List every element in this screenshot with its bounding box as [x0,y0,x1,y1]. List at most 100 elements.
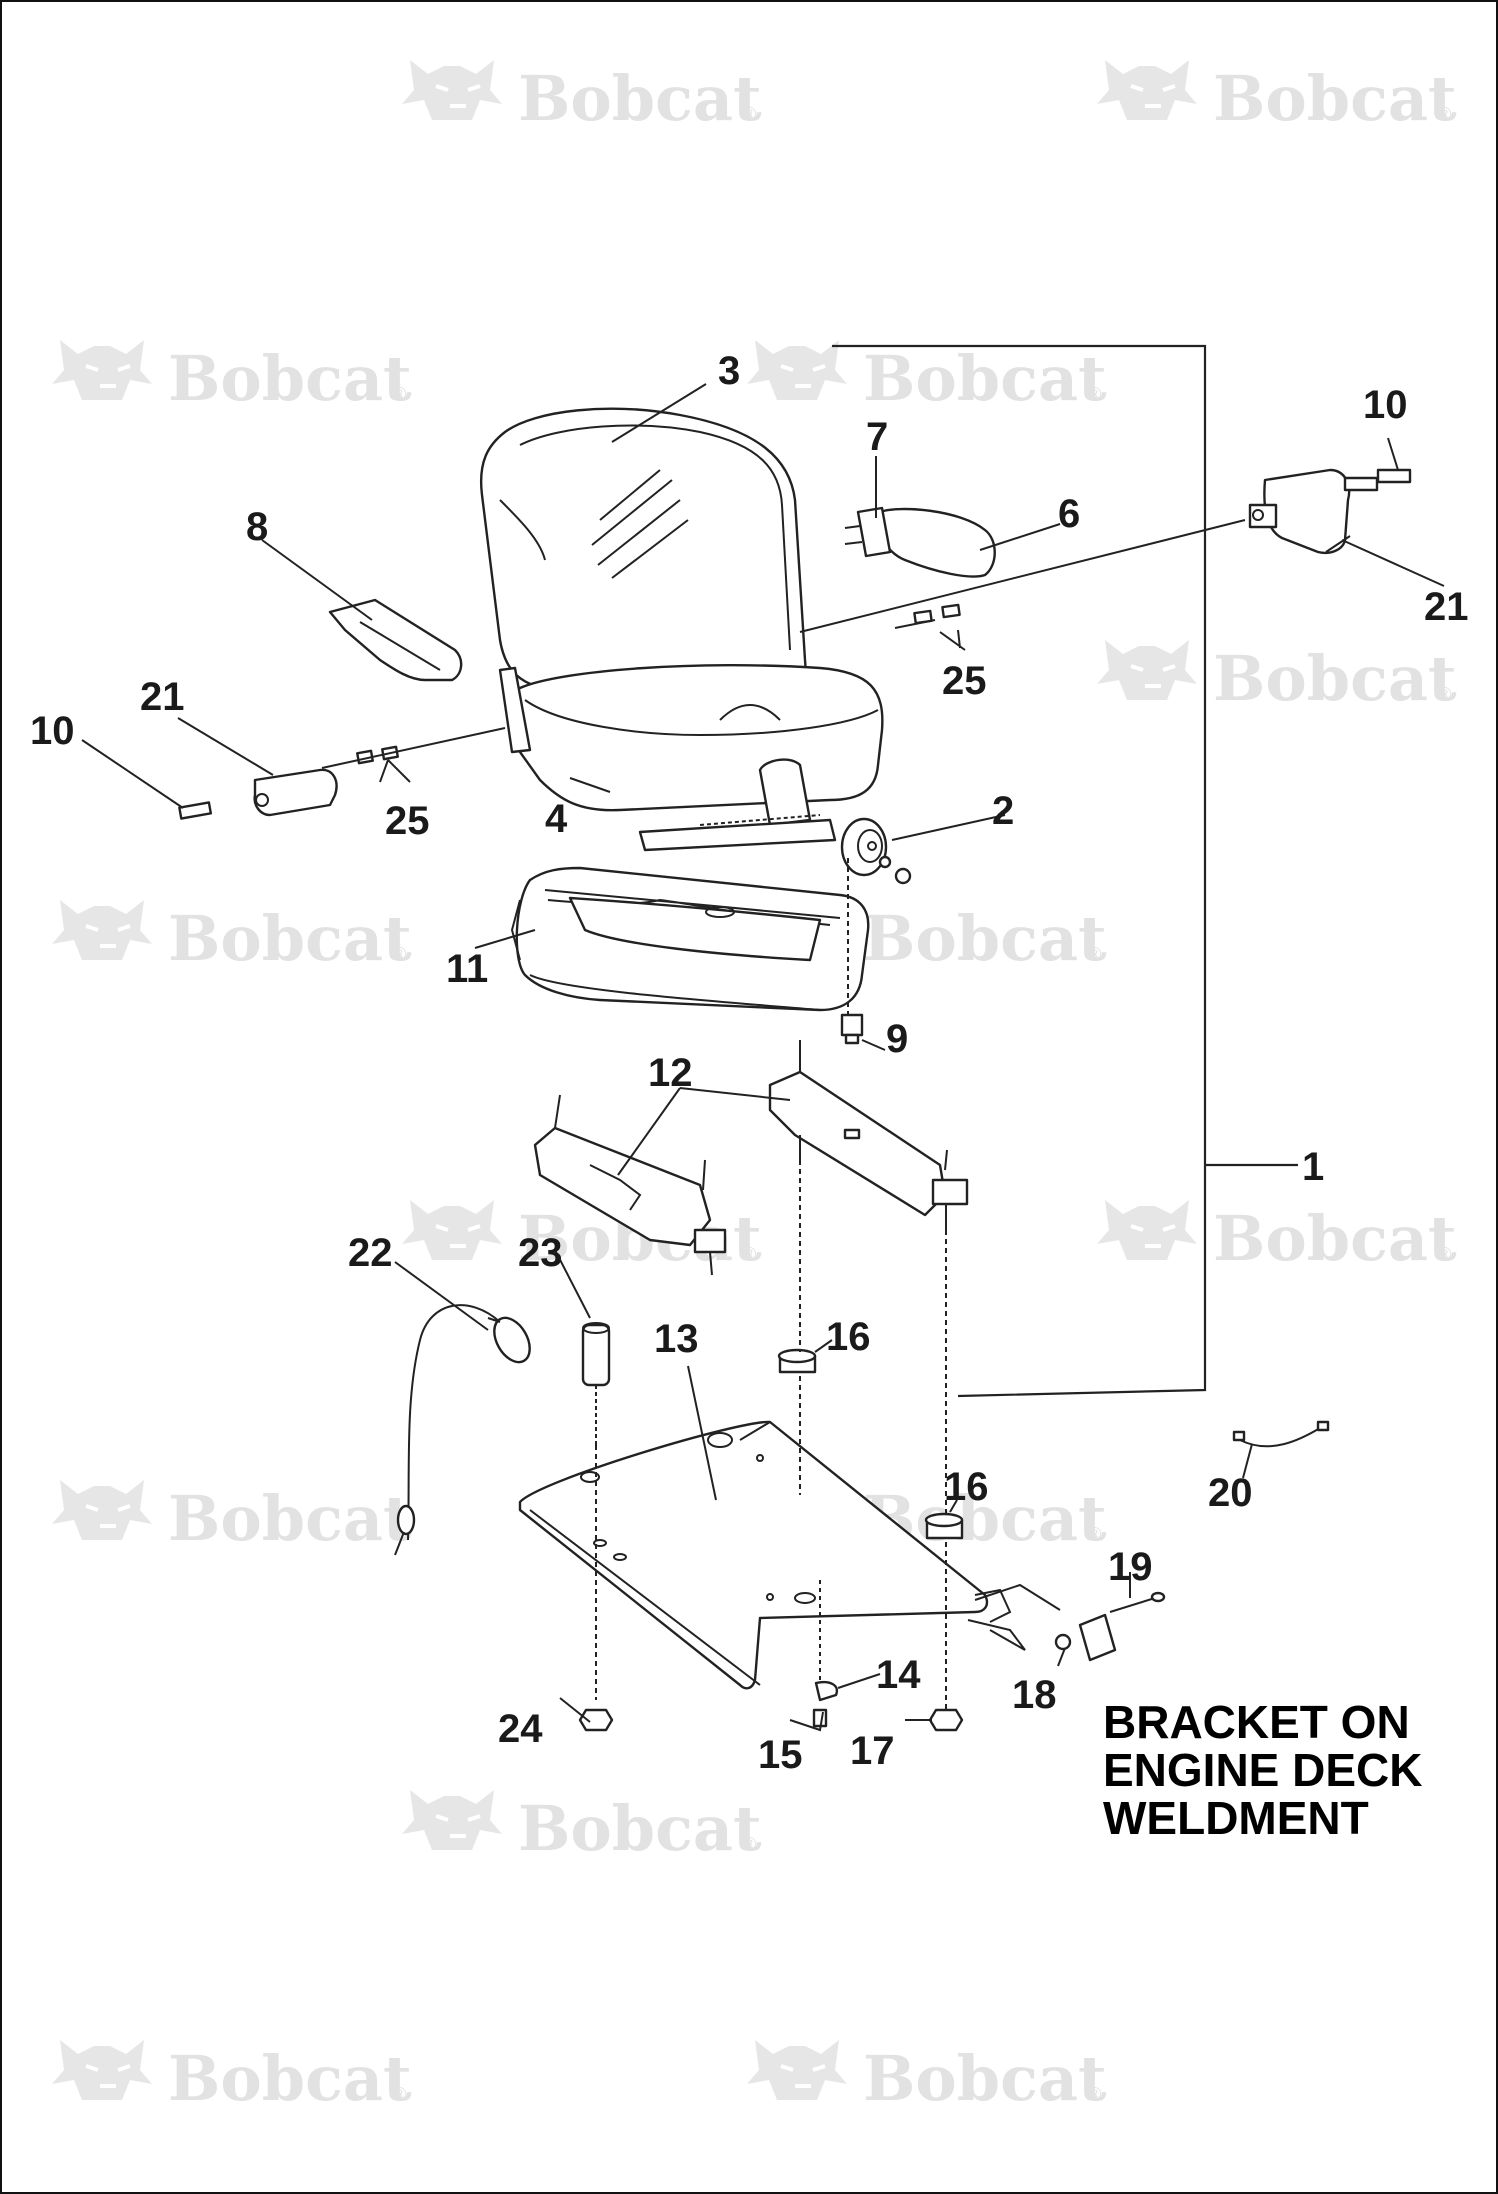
callout-10-right: 10 [1363,383,1408,427]
note-line-3: WELDMENT [1103,1792,1369,1844]
watermark-brand: Bobcat [1213,1202,1457,1275]
watermark-brand: Bobcat [863,342,1107,415]
callout-19: 19 [1108,1545,1153,1589]
seat-switch-part [840,1013,864,1045]
bobcat-logo-icon [400,58,504,122]
callout-4: 4 [545,797,568,841]
note-line-2: ENGINE DECK [1103,1744,1422,1796]
callout-14: 14 [876,1653,921,1697]
assembly-bracket-lines [832,344,1298,1398]
bracket-note: BRACKET ON ENGINE DECK WELDMENT [1103,1696,1422,1844]
callout-12: 12 [648,1051,693,1095]
callout-3: 3 [718,349,740,393]
mount-pin-part [581,1322,611,1445]
watermark-registered-mark: ® [1088,2084,1101,2104]
callout-1: 1 [1302,1145,1324,1189]
bobcat-logo-icon [50,338,154,402]
callout-15: 15 [758,1733,803,1777]
watermark-tile: Bobcat® [400,58,762,135]
right-belt-buckle-part [913,468,1412,625]
callout-20: 20 [1208,1471,1253,1515]
callout-7: 7 [866,415,888,459]
watermark-brand: Bobcat [863,2042,1107,2115]
bobcat-logo-icon [1095,58,1199,122]
watermark-registered-mark: ® [1438,104,1451,124]
callout-17: 17 [850,1729,895,1773]
callout-25-left: 25 [385,799,430,843]
leader-lines [81,383,1445,1732]
watermark-brand: Bobcat [1213,62,1457,135]
bobcat-logo-icon [1095,638,1199,702]
watermark-brand: Bobcat [518,1792,762,1865]
watermark-brand: Bobcat [1213,642,1457,715]
watermark-registered-mark: ® [1088,944,1101,964]
watermark-registered-mark: ® [1438,684,1451,704]
watermark-registered-mark: ® [393,944,406,964]
watermark-brand: Bobcat [518,62,762,135]
watermark-registered-mark: ® [743,1244,756,1264]
left-belt-buckle-part [178,745,399,820]
suspension-base-part [510,866,870,1012]
bobcat-logo-icon [745,338,849,402]
callout-13: 13 [654,1317,699,1361]
watermark-layer: Bobcat®Bobcat®Bobcat®Bobcat®Bobcat®Bobca… [50,58,1457,2115]
watermark-tile: Bobcat® [50,898,412,975]
watermark-brand: Bobcat [168,902,412,975]
watermark-brand: Bobcat [168,1482,412,1555]
callout-21-right: 21 [1424,585,1469,629]
watermark-tile: Bobcat® [1095,58,1457,135]
note-line-1: BRACKET ON [1103,1696,1410,1748]
callout-16-lower: 16 [944,1465,989,1509]
right-slide-rail-part [768,1040,969,1230]
fastener-paths [595,858,947,1710]
watermark-tile: Bobcat® [50,338,412,415]
rubber-mount-part [777,1348,964,1540]
bobcat-logo-icon [50,2038,154,2102]
callout-labels: 1 2 3 4 6 7 8 9 10 10 11 12 13 14 15 16 … [30,349,1469,1777]
bobcat-logo-icon [1095,1198,1199,1262]
callout-9: 9 [886,1017,908,1061]
deck-bracket-part [967,1583,1166,1662]
callout-11: 11 [446,947,488,991]
callout-10-left: 10 [30,709,75,753]
watermark-registered-mark: ® [1438,1244,1451,1264]
adjust-knob-part [840,817,912,885]
watermark-registered-mark: ® [393,384,406,404]
watermark-brand: Bobcat [168,342,412,415]
watermark-registered-mark: ® [743,1834,756,1854]
watermark-tile: Bobcat® [745,338,1107,415]
tether-cable-part [394,1304,531,1556]
left-slide-rail-part [533,1094,727,1276]
bobcat-logo-icon [400,1198,504,1262]
seat-back-part [479,407,807,700]
mounting-plate-part [518,1420,1012,1690]
watermark-registered-mark: ® [743,104,756,124]
callout-21-left: 21 [140,675,185,719]
watermark-tile: Bobcat® [50,1478,412,1555]
watermark-tile: Bobcat® [1095,638,1457,715]
callout-2: 2 [992,789,1014,833]
watermark-tile: Bobcat® [400,1788,762,1865]
bobcat-logo-icon [745,2038,849,2102]
callout-23: 23 [518,1231,563,1275]
watermark-tile: Bobcat® [50,2038,412,2115]
fastener-parts [578,1633,1072,1732]
watermark-brand: Bobcat [863,902,1107,975]
watermark-tile: Bobcat® [1095,1198,1457,1275]
watermark-tile: Bobcat® [745,898,1107,975]
callout-22: 22 [348,1231,393,1275]
bobcat-logo-icon [400,1788,504,1852]
watermark-tile: Bobcat® [745,2038,1107,2115]
callout-24: 24 [498,1707,543,1751]
watermark-registered-mark: ® [1088,384,1101,404]
callout-6: 6 [1058,492,1080,536]
bobcat-logo-icon [50,898,154,962]
wire-harness-part [1232,1420,1330,1448]
bobcat-logo-icon [50,1478,154,1542]
watermark-registered-mark: ® [1088,1524,1101,1544]
callout-25-right: 25 [942,659,987,703]
seat-cushion-part [498,664,884,852]
watermark-brand: Bobcat [168,2042,412,2115]
